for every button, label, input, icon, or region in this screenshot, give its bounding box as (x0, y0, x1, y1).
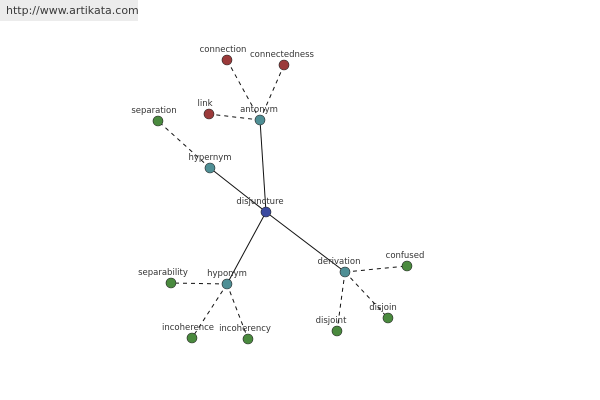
node-label-connectedness[interactable]: connectedness (250, 50, 315, 60)
edge-antonym-connection (226, 59, 261, 121)
node-separation[interactable]: separation (131, 106, 177, 127)
node-label-incoherence[interactable]: incoherence (162, 323, 214, 333)
edge-antonym-link (208, 113, 261, 121)
node-connection[interactable]: connection (200, 45, 247, 66)
node-label-disjoin[interactable]: disjoin (369, 303, 397, 313)
node-hyponym[interactable]: hyponym (207, 269, 247, 290)
edge-hyponym-incoherence (191, 283, 228, 339)
edge-hyponym-incoherency (226, 283, 249, 340)
node-confused[interactable]: confused (386, 251, 425, 272)
node-dot-disjoin[interactable] (382, 312, 394, 324)
graph-edges (157, 59, 408, 340)
node-dot-antonym[interactable] (254, 114, 266, 126)
node-dot-separation[interactable] (152, 115, 164, 127)
node-dot-separability[interactable] (165, 277, 177, 289)
node-antonym[interactable]: antonym (240, 105, 278, 126)
node-connectedness[interactable]: connectedness (250, 50, 315, 71)
edge-disjuncture-antonym (259, 119, 267, 213)
node-dot-link[interactable] (203, 108, 215, 120)
node-incoherence[interactable]: incoherence (162, 323, 214, 344)
node-label-connection[interactable]: connection (200, 45, 247, 55)
node-label-separability[interactable]: separability (138, 268, 188, 278)
edge-disjuncture-hypernym (209, 167, 267, 213)
edge-derivation-disjoin (344, 271, 389, 319)
node-dot-incoherence[interactable] (186, 332, 198, 344)
node-label-disjoint[interactable]: disjoint (316, 316, 347, 326)
node-dot-connection[interactable] (221, 54, 233, 66)
node-dot-hypernym[interactable] (204, 162, 216, 174)
node-dot-connectedness[interactable] (278, 59, 290, 71)
node-label-link[interactable]: link (197, 99, 212, 109)
site-url[interactable]: http://www.artikata.com (6, 4, 139, 17)
node-dot-incoherency[interactable] (242, 333, 254, 345)
node-label-separation[interactable]: separation (131, 106, 176, 116)
node-label-hyponym[interactable]: hyponym (207, 269, 247, 279)
node-separability[interactable]: separability (138, 268, 188, 289)
graph-nodes: disjuncture antonym hypernym hyponym derivat… (131, 45, 425, 345)
node-disjoin[interactable]: disjoin (369, 303, 397, 324)
node-dot-derivation[interactable] (339, 266, 351, 278)
edge-hyponym-separability (170, 282, 228, 285)
edge-derivation-disjoint (336, 271, 346, 332)
node-label-disjuncture[interactable]: disjuncture (236, 197, 283, 207)
node-disjoint[interactable]: disjoint (316, 316, 347, 337)
node-label-incoherency[interactable]: incoherency (219, 324, 271, 334)
node-derivation[interactable]: derivation (317, 257, 361, 278)
node-label-confused[interactable]: confused (386, 251, 425, 261)
node-label-hypernym[interactable]: hypernym (188, 153, 231, 163)
node-incoherency[interactable]: incoherency (219, 324, 271, 345)
node-label-derivation[interactable]: derivation (317, 257, 360, 267)
edge-hypernym-separation (157, 120, 211, 169)
edge-disjuncture-derivation (265, 211, 346, 273)
edge-derivation-confused (344, 265, 408, 273)
node-disjuncture[interactable]: disjuncture (236, 197, 284, 218)
node-hypernym[interactable]: hypernym (188, 153, 232, 174)
node-label-antonym[interactable]: antonym (240, 105, 278, 115)
edge-disjuncture-hyponym (226, 211, 267, 285)
url-header: http://www.artikata.com (0, 0, 139, 21)
node-link[interactable]: link (197, 99, 215, 120)
node-dot-disjuncture[interactable] (260, 206, 272, 218)
node-dot-hyponym[interactable] (221, 278, 233, 290)
node-dot-confused[interactable] (401, 260, 413, 272)
edge-antonym-connectedness (259, 64, 285, 121)
node-dot-disjoint[interactable] (331, 325, 343, 337)
